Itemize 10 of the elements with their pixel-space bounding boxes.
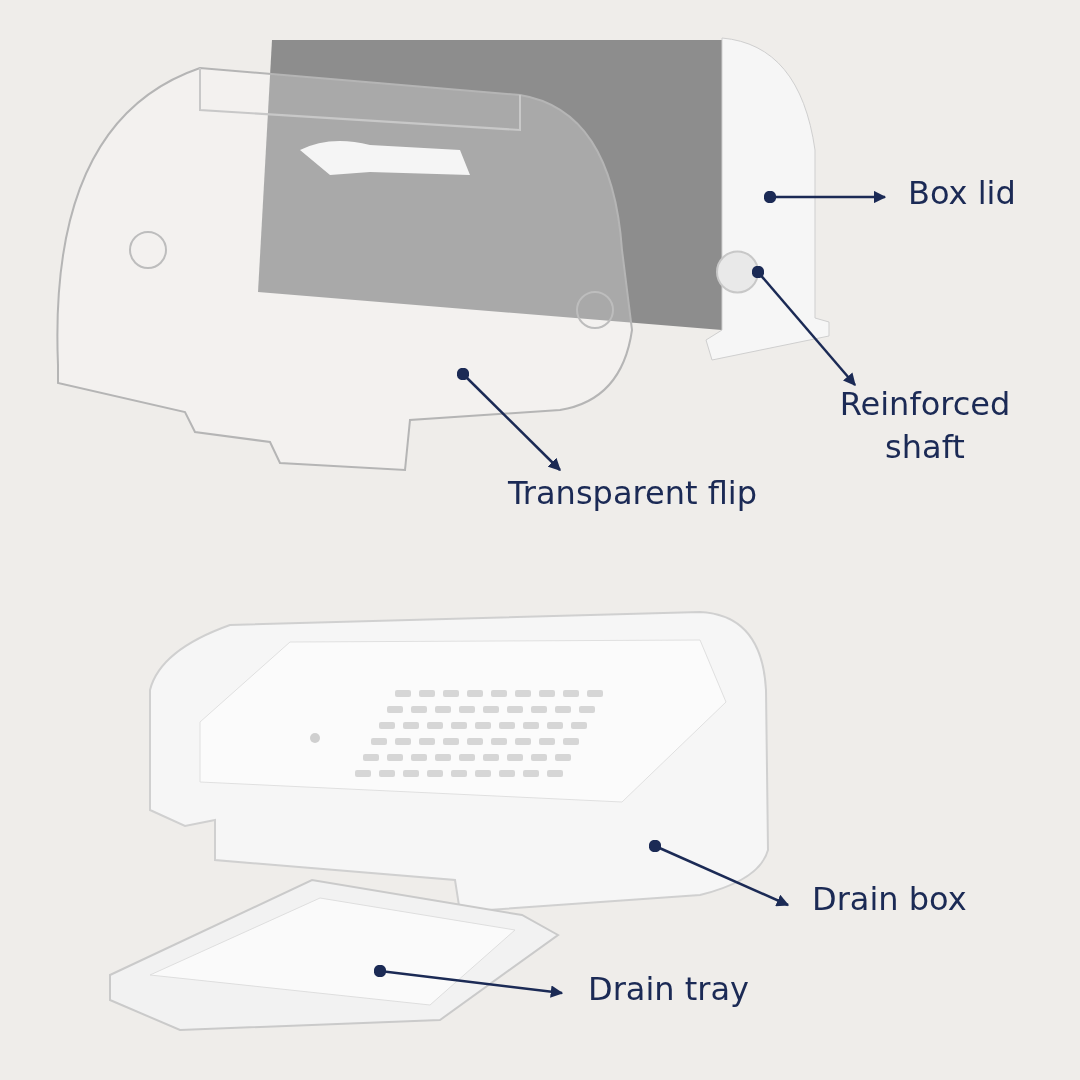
part-label: Box lid xyxy=(908,172,1048,222)
part-label: Drain box xyxy=(812,878,1012,928)
part-label: Reinforced shaft xyxy=(800,383,1050,473)
part-label: Transparent flip xyxy=(500,472,765,562)
part-label: Drain tray xyxy=(588,968,798,1018)
leader-line xyxy=(648,839,790,907)
leader-line xyxy=(763,190,887,204)
leader-line xyxy=(373,964,564,998)
leader-line xyxy=(751,265,856,386)
leader-line xyxy=(456,367,561,471)
